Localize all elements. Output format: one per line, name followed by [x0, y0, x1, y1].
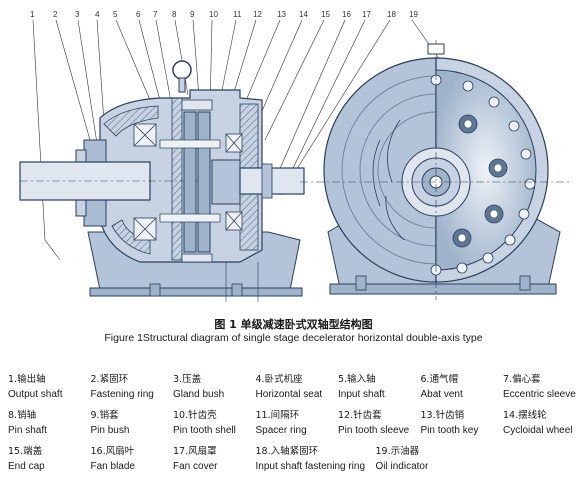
legend-item-pin-tooth-sleeve: 12.针齿套 Pin tooth sleeve: [338, 408, 421, 444]
legend-item-output-shaft: 1.输出轴 Output shaft: [8, 372, 91, 408]
legend-item-en: Pin bush: [90, 425, 130, 436]
legend-row: 8.销轴 Pin shaft 9.销套 Pin bush 10.针齿壳 Pin too…: [8, 408, 586, 444]
legend-item-cn: 18.入轴紧固环: [255, 446, 319, 457]
legend-item-en: Gland bush: [173, 389, 225, 400]
figure-caption-english: Figure 1Structural diagram of single sta…: [104, 332, 483, 344]
legend-item-cycloidal-wheel: 14.摆线轮 Cycloidal wheel: [503, 408, 586, 444]
legend-item-cn: 1.输出轴: [8, 374, 46, 385]
callout-12: 12: [253, 10, 262, 19]
legend-item-cn: 19.示油器: [375, 446, 420, 457]
callout-13: 13: [277, 10, 286, 19]
parts-legend: 1.输出轴 Output shaft 2.紧固环 Fastening ring 3.…: [8, 372, 586, 480]
legend-item-en: Output shaft: [8, 389, 63, 400]
figure-caption-chinese: 图 1 单级减速卧式双轴型结构图: [214, 318, 373, 331]
legend-item-en: Pin tooth sleeve: [338, 425, 410, 436]
callout-2: 2: [53, 10, 58, 19]
legend-item-en: Eccentric sleeve: [503, 389, 576, 400]
legend-item-fastening-ring: 2.紧固环 Fastening ring: [91, 372, 174, 408]
callout-7: 7: [153, 10, 158, 19]
legend-item-pin-tooth-key: 13.针齿销 Pin tooth key: [421, 408, 504, 444]
legend-item-cn: 5.输入轴: [338, 374, 376, 385]
structural-diagram: 1 2 3 4 5 6 7 8 9 10 11 12 13 14 15 16 1…: [19, 10, 570, 302]
callout-1: 1: [30, 10, 35, 19]
legend-item-pin-tooth-shell: 10.针齿壳 Pin tooth shell: [173, 408, 256, 444]
legend-item-gland-bush: 3.压盖 Gland bush: [173, 372, 256, 408]
callout-3: 3: [75, 10, 80, 19]
legend-item-cn: 7.偏心套: [503, 374, 541, 385]
callout-16: 16: [342, 10, 351, 19]
legend-item-cn: 3.压盖: [173, 374, 202, 385]
legend-item-fan-blade: 16.风扇叶 Fan blade: [91, 444, 174, 480]
callout-11: 11: [233, 10, 242, 19]
callout-10: 10: [209, 10, 218, 19]
callout-4: 4: [95, 10, 100, 19]
legend-item-spacer-ring: 11.间隔环 Spacer ring: [256, 408, 339, 444]
legend-item-input-shaft: 5.输入轴 Input shaft: [338, 372, 421, 408]
legend-item-en: Spacer ring: [255, 425, 307, 436]
callout-14: 14: [299, 10, 308, 19]
legend-item-oil-indicator: 19.示油器 Oil indicator: [376, 444, 459, 480]
legend-item-eccentric-sleeve: 7.偏心套 Eccentric sleeve: [503, 372, 586, 408]
legend-item-cn: 17.风扇罩: [173, 446, 217, 457]
side-section-view: [19, 60, 305, 302]
legend-item-cn: 15.端盖: [8, 446, 43, 457]
callout-19: 19: [409, 10, 418, 19]
legend-item-pin-shaft: 8.销轴 Pin shaft: [8, 408, 91, 444]
legend-item-en: Fan blade: [90, 461, 135, 472]
callout-5: 5: [113, 10, 118, 19]
legend-item-fan-cover: 17.风扇罩 Fan cover: [173, 444, 256, 480]
legend-item-cn: 8.销轴: [8, 410, 37, 421]
legend-item-cn: 2.紧固环: [90, 374, 129, 385]
legend-item-en: Oil indicator: [375, 461, 429, 472]
legend-item-en: End cap: [8, 461, 45, 472]
legend-item-cn: 6.通气帽: [420, 374, 459, 385]
legend-item-en: Horizontal seat: [255, 389, 323, 400]
legend-item-en: Input shaft: [338, 389, 385, 400]
legend-item-cn: 4.卧式机座: [255, 374, 303, 385]
legend-item-cn: 12.针齿套: [338, 410, 382, 421]
legend-item-cn: 9.销套: [90, 410, 119, 421]
legend-item-cn: 14.摆线轮: [503, 410, 547, 421]
legend-item-abat-vent: 6.通气帽 Abat vent: [421, 372, 504, 408]
callout-17: 17: [362, 10, 371, 19]
legend-item-cn: 13.针齿销: [420, 410, 465, 421]
callout-8: 8: [172, 10, 177, 19]
legend-item-en: Input shaft fastening ring: [255, 461, 366, 472]
legend-item-en: Fastening ring: [90, 389, 154, 400]
legend-row: 15.端盖 End cap 16.风扇叶 Fan blade 17.风扇罩 Fan c…: [8, 444, 586, 480]
callout-numbers: 1 2 3 4 5 6 7 8 9 10 11 12 13 14 15 16 1…: [30, 10, 418, 19]
front-end-view: [300, 40, 570, 300]
legend-row: 1.输出轴 Output shaft 2.紧固环 Fastening ring 3.…: [8, 372, 586, 408]
legend-item-cn: 10.针齿壳: [173, 410, 217, 421]
legend-item-cn: 11.间隔环: [255, 410, 300, 421]
legend-item-en: Fan cover: [173, 461, 218, 472]
callout-15: 15: [321, 10, 330, 19]
legend-item-cn: 16.风扇叶: [90, 446, 135, 457]
legend-item-en: Pin tooth shell: [173, 425, 236, 436]
callout-18: 18: [387, 10, 396, 19]
legend-item-en: Cycloidal wheel: [503, 425, 573, 436]
legend-item-en: Pin tooth key: [420, 425, 479, 436]
callout-6: 6: [136, 10, 141, 19]
callout-9: 9: [190, 10, 195, 19]
legend-item-end-cap: 15.端盖 End cap: [8, 444, 91, 480]
legend-item-en: Abat vent: [420, 389, 463, 400]
legend-item-pin-bush: 9.销套 Pin bush: [91, 408, 174, 444]
legend-item-input-shaft-fastening-ring: 18.入轴紧固环 Input shaft fastening ring: [256, 444, 376, 480]
legend-item-horizontal-seat: 4.卧式机座 Horizontal seat: [256, 372, 339, 408]
legend-item-en: Pin shaft: [8, 425, 47, 436]
